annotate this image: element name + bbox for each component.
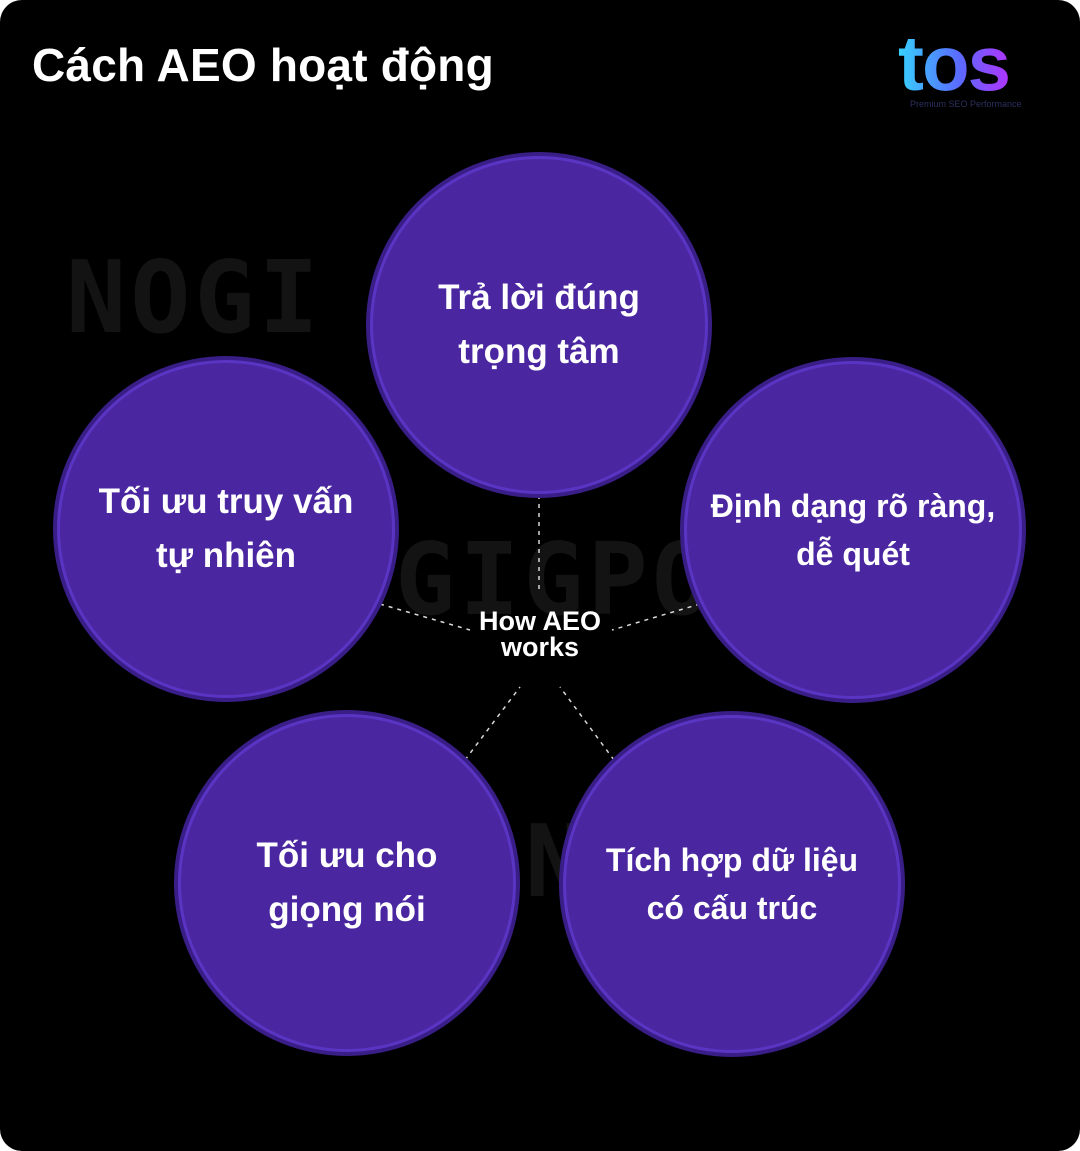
logo-tagline: Premium SEO Performance: [910, 99, 1022, 109]
center-label: How AEO works: [478, 606, 601, 662]
node-voice-optimization: Tối ưu cho giọng nói: [178, 714, 516, 1052]
node-label: Tối ưu truy vấn tự nhiên: [98, 482, 354, 575]
connector-line: [464, 686, 521, 761]
watermark-text: NOGI: [66, 239, 323, 356]
node-label: Tích hợp dữ liệu có cấu trúc: [605, 842, 859, 926]
node-structured-data: Tích hợp dữ liệu có cấu trúc: [563, 715, 901, 1053]
page-title: Cách AEO hoạt động: [32, 39, 494, 91]
tos-logo: tos Premium SEO Performance: [896, 20, 1056, 115]
node-answer-focus: Trả lời đúng trọng tâm: [370, 156, 708, 494]
connector-line: [379, 603, 471, 631]
node-label: Định dạng rõ ràng, dễ quét: [710, 488, 996, 572]
node-label: Trả lời đúng trọng tâm: [438, 278, 640, 371]
node-clear-format: Định dạng rõ ràng, dễ quét: [684, 361, 1022, 699]
connector-line: [559, 686, 615, 761]
connector-line: [611, 603, 701, 631]
node-label: Tối ưu cho giọng nói: [256, 836, 438, 929]
node-natural-query: Tối ưu truy vấn tự nhiên: [57, 360, 395, 698]
logo-wordmark: tos: [898, 20, 1009, 107]
